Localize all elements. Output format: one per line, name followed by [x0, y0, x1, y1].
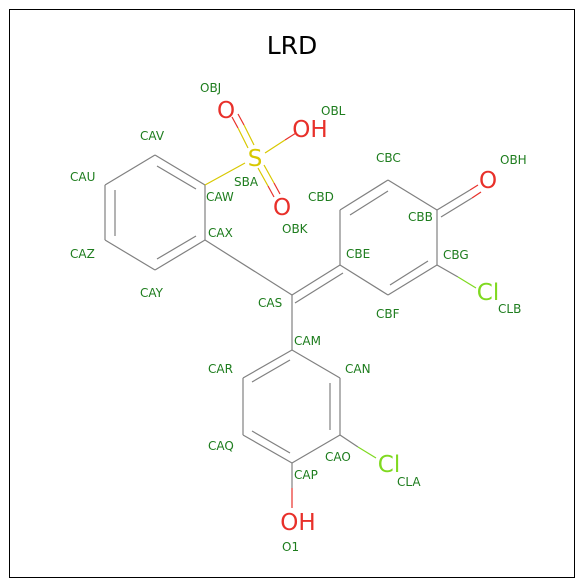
- bond-cay-caz: [104, 239, 156, 271]
- hydroxyl-o1-symbol: OH: [280, 510, 315, 536]
- bond-s-o-up-red-b: [237, 113, 245, 126]
- atom-label-cav: CAV: [140, 129, 165, 143]
- atom-label-caw: CAW: [206, 190, 234, 204]
- bond-cam-can: [291, 349, 341, 379]
- chlorine-cla-symbol: Cl: [378, 452, 400, 478]
- bond-inner-cbg-cbf: [389, 260, 429, 286]
- atom-label-clb: CLB: [498, 302, 521, 316]
- bond-cbb-obh-double-red: [471, 191, 482, 199]
- bond-cbg-clb-green: [457, 276, 477, 289]
- bond-cau-cav: [104, 154, 156, 186]
- atom-label-cap: CAP: [294, 468, 318, 482]
- bond-cao-cla: [339, 434, 359, 448]
- bond-s-o-down-b: [263, 164, 275, 184]
- ring-sulfonyl-phenyl: [104, 154, 206, 271]
- bond-car-cam: [242, 349, 293, 379]
- bond-s-o-up-red-a: [231, 116, 239, 129]
- atom-label-sba: SBA: [234, 175, 259, 189]
- bond-cbb-obh: [436, 189, 471, 211]
- central-bonds: [204, 239, 344, 350]
- diagram-title: LRD: [267, 31, 318, 60]
- atom-label-caz: CAZ: [70, 247, 95, 261]
- chlorine-clb-symbol: Cl: [477, 280, 499, 306]
- atom-label-cbc: CBC: [376, 151, 401, 165]
- sulfonate-group: [204, 113, 297, 198]
- atom-label-cbb: CBB: [408, 210, 433, 224]
- atom-label-obk: OBK: [282, 222, 309, 236]
- bond-inner-1: [156, 165, 197, 190]
- atom-label-can: CAN: [345, 362, 371, 376]
- oxygen-obk-symbol: O: [273, 195, 291, 221]
- bond-s-o-down-red-a: [267, 185, 275, 198]
- oxygen-obh-symbol: O: [479, 168, 497, 194]
- bond-s-oh: [264, 139, 286, 154]
- atom-label-obl: OBL: [321, 104, 346, 118]
- atom-label-obj: OBJ: [200, 81, 221, 95]
- bond-cbb-obh-red: [469, 184, 479, 191]
- atom-label-cam: CAM: [294, 334, 321, 348]
- bond-caw-sba: [204, 162, 246, 186]
- bond-s-o-up-b: [243, 124, 255, 146]
- atom-label-cbd: CBD: [308, 190, 334, 204]
- atom-label-cao: CAO: [325, 450, 351, 464]
- bond-cbb-obh-double: [440, 197, 473, 218]
- atom-label-o1: O1: [282, 540, 299, 554]
- atom-label-cas: CAS: [258, 296, 282, 310]
- bond-inner-cbd-cbc: [349, 190, 389, 216]
- bond-cbf-cbe: [339, 264, 389, 296]
- ring-quinone: [339, 179, 482, 296]
- bond-cao-cap: [291, 434, 341, 464]
- bond-cao-cla-green: [357, 446, 377, 459]
- bond-cav-caw: [154, 154, 206, 186]
- bond-inner-car-cam: [251, 359, 291, 383]
- atom-label-cla: CLA: [397, 475, 421, 489]
- ring-phenol: [242, 349, 377, 508]
- bond-s-o-down-a: [257, 167, 269, 187]
- atom-label-car: CAR: [208, 362, 233, 376]
- bond-cbg-clb: [436, 264, 459, 278]
- oxygen-obj-symbol: O: [217, 98, 235, 124]
- bond-cbg-cbf: [387, 264, 438, 296]
- bond-inner-2: [156, 235, 197, 260]
- bond-cax-cay: [154, 239, 206, 271]
- hydroxyl-obl-symbol: OH: [292, 117, 327, 143]
- bond-cax-cas: [204, 239, 293, 296]
- bond-s-o-up-a: [237, 127, 249, 149]
- bond-cap-caq: [242, 434, 293, 464]
- atom-label-cau: CAU: [70, 170, 95, 184]
- bond-cbd-cbc: [339, 179, 389, 211]
- atom-label-cay: CAY: [140, 286, 164, 300]
- atom-label-cbe: CBE: [346, 247, 370, 261]
- bond-cbc-cbb: [387, 179, 438, 211]
- sulfur-sba-symbol: S: [248, 146, 263, 172]
- atom-label-cax: CAX: [208, 226, 233, 240]
- bond-cas-cbe-double: [294, 272, 344, 304]
- atom-label-caq: CAQ: [208, 439, 234, 453]
- bond-inner-cap-caq: [251, 430, 291, 454]
- bond-cas-cbe: [291, 264, 341, 296]
- atom-label-obh: OBH: [500, 153, 527, 167]
- bond-s-o-down-red-b: [273, 182, 281, 195]
- atom-label-cbg: CBG: [443, 248, 469, 262]
- atom-label-cbf: CBF: [376, 307, 400, 321]
- bond-s-oh-red: [284, 132, 297, 141]
